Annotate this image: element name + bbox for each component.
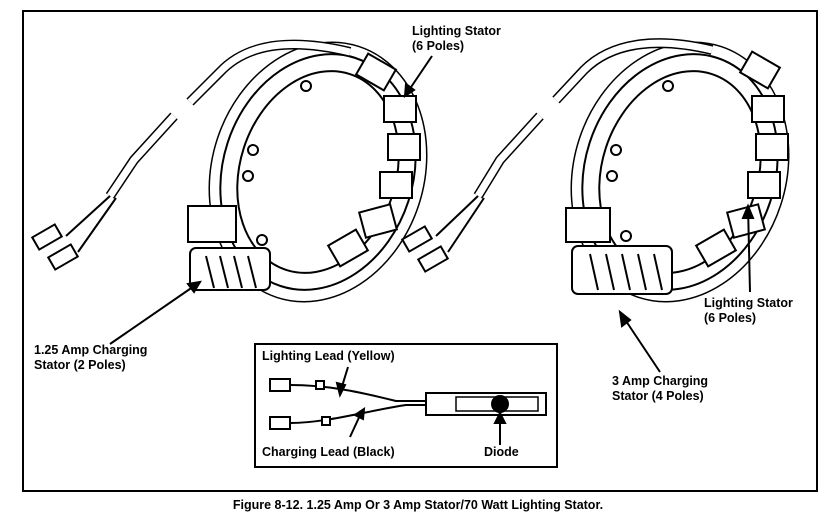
right-stator [400, 38, 790, 373]
lighting-stator-title-top: Lighting Stator [412, 24, 501, 38]
charging-stator-title-left: 1.25 Amp Charging [34, 343, 148, 357]
lighting-stator-label-top: Lighting Stator (6 Poles) [412, 24, 501, 54]
diode-label: Diode [484, 445, 519, 459]
lighting-stator-poles-top: (6 Poles) [412, 39, 465, 53]
charging-stator-label-right: 3 Amp Charging Stator (4 Poles) [612, 374, 708, 404]
figure-frame [22, 10, 818, 492]
right-charging-poles [565, 207, 673, 295]
left-lighting-poles [326, 52, 421, 268]
figure-caption: Figure 8-12. 1.25 Amp Or 3 Amp Stator/70… [232, 498, 604, 512]
charging-stator-poles-right: Stator (4 Poles) [612, 389, 704, 403]
lighting-lead-label: Lighting Lead (Yellow) [262, 349, 395, 363]
left-charging-poles [187, 205, 271, 291]
lighting-stator-poles-right: (6 Poles) [704, 311, 757, 325]
charging-stator-title-right: 3 Amp Charging [612, 374, 709, 388]
leads-inset: Lighting Lead (Yellow) Charging Lead (Bl… [254, 343, 558, 468]
left-stator [30, 39, 433, 345]
lighting-stator-label-right: Lighting Stator (6 Poles) [704, 296, 793, 326]
right-lighting-poles [694, 50, 789, 268]
charging-lead-label: Charging Lead (Black) [262, 445, 395, 459]
lighting-stator-title-right: Lighting Stator [704, 296, 793, 310]
leads-drawing [269, 366, 547, 445]
charging-stator-label-left: 1.25 Amp Charging Stator (2 Poles) [34, 343, 147, 373]
charging-stator-poles-left: Stator (2 Poles) [34, 358, 126, 372]
